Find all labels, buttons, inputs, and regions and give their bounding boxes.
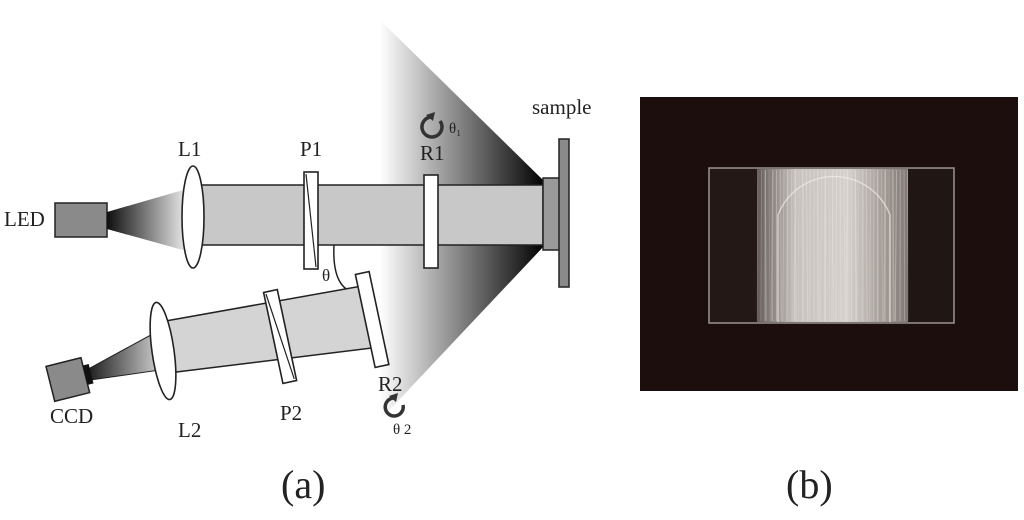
polarizer-p1-axis (305, 173, 317, 268)
label-ccd: CCD (50, 404, 93, 428)
sample-plate (558, 138, 570, 288)
angle-theta-arc (333, 244, 353, 293)
rotation-arrow-theta2-icon (383, 393, 405, 418)
label-l2: L2 (178, 418, 201, 442)
ccd-cone (89, 329, 161, 381)
ccd-camera (45, 356, 94, 403)
caption-a: (a) (281, 462, 326, 507)
label-r2: R2 (378, 372, 403, 396)
lens-l2 (149, 301, 177, 401)
label-theta2: θ 2 (393, 422, 411, 438)
label-r1: R1 (420, 141, 445, 165)
lens-l1 (181, 165, 205, 269)
rotation-arrow-theta1-icon (420, 112, 444, 139)
label-sample: sample (532, 95, 591, 119)
caption-b: (b) (786, 462, 833, 507)
label-theta: θ (322, 266, 330, 285)
label-theta1: θ₁ (449, 121, 461, 137)
label-p1: P1 (300, 137, 322, 161)
label-p2: P2 (280, 401, 302, 425)
sample-holder (542, 177, 561, 251)
polarizer-p2 (262, 288, 298, 385)
label-l1: L1 (178, 137, 201, 161)
led-source (54, 202, 108, 238)
label-led: LED (4, 207, 45, 231)
retarder-r1 (423, 174, 439, 269)
incident-beam (189, 184, 544, 246)
sample-photograph (640, 97, 1018, 391)
sample-photo-drawing (708, 167, 955, 324)
led-emission-cone (107, 188, 190, 252)
retarder-r2 (354, 270, 390, 369)
